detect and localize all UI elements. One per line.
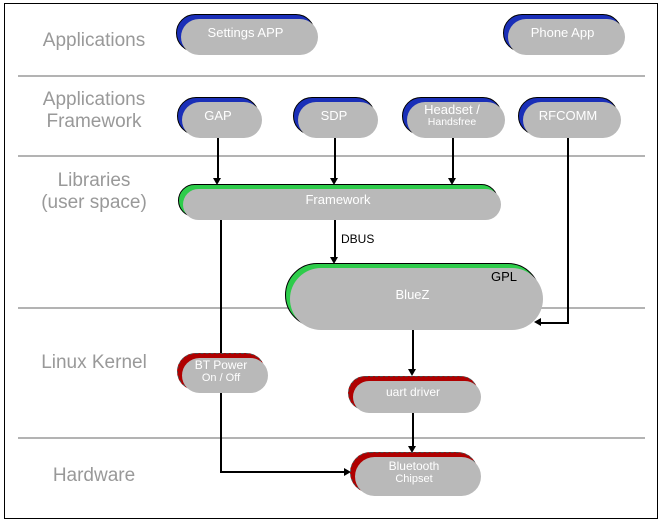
edge-label-dbus: DBUS xyxy=(341,232,375,246)
divider-framework-libraries xyxy=(18,155,645,157)
node-bt-power-label-line2: On / Off xyxy=(201,372,241,385)
arrowhead-headset-to-framework xyxy=(448,178,456,185)
layer-label-hardware: Hardware xyxy=(52,465,136,486)
connector-rfcomm-down xyxy=(567,133,569,323)
connector-bluez-to-uart xyxy=(412,326,414,371)
node-shadow xyxy=(181,19,318,55)
arrowhead-gap-to-framework xyxy=(213,178,221,185)
arrowhead-uart-to-chipset xyxy=(408,446,416,453)
node-shadow xyxy=(355,457,481,496)
arrowhead-framework-to-bluez xyxy=(330,257,338,264)
node-uart-driver[interactable]: uart driver xyxy=(348,376,481,413)
node-settings-app-label: Settings APP xyxy=(207,24,284,40)
node-rfcomm-label: RFCOMM xyxy=(538,107,598,123)
connector-sdp-to-framework xyxy=(334,135,336,179)
node-gap-label: GAP xyxy=(204,107,232,123)
divider-kernel-hardware xyxy=(18,437,645,439)
node-settings-app[interactable]: Settings APP xyxy=(176,14,318,55)
node-shadow xyxy=(353,381,481,413)
arrowhead-bluez-to-uart xyxy=(408,369,416,376)
node-bluetooth-chipset-label-line2: Chipset xyxy=(395,473,433,486)
node-shadow xyxy=(290,268,543,330)
node-shadow xyxy=(182,358,268,393)
connector-uart-to-chipset xyxy=(412,409,414,449)
node-shadow xyxy=(298,102,378,138)
node-bluez[interactable]: GPL BlueZ xyxy=(285,263,543,330)
divider-applications-framework xyxy=(18,75,645,77)
arrowhead-rfcomm-to-bluez xyxy=(534,318,541,326)
connector-rfcomm-to-bluez xyxy=(540,322,569,324)
node-bluetooth-chipset-label-line1: Bluetooth xyxy=(388,458,440,473)
node-framework[interactable]: Framework xyxy=(178,184,501,220)
node-phone-app-label: Phone App xyxy=(530,24,595,40)
node-shadow xyxy=(183,189,501,220)
connector-gap-to-framework xyxy=(217,135,219,179)
node-bluez-label: BlueZ xyxy=(395,286,430,302)
arrowhead-to-bluetooth-chipset-left xyxy=(344,468,351,476)
node-shadow xyxy=(523,102,621,138)
layer-label-applications: Applications xyxy=(42,30,146,51)
layer-label-linux-kernel: Linux Kernel xyxy=(41,352,147,373)
node-bluetooth-chipset[interactable]: Bluetooth Chipset xyxy=(350,452,481,496)
node-sdp[interactable]: SDP xyxy=(293,97,378,138)
node-shadow xyxy=(508,19,625,55)
node-bluez-gpl-badge: GPL xyxy=(490,269,517,284)
node-framework-label: Framework xyxy=(305,192,371,208)
connector-framework-to-bluez xyxy=(334,216,336,259)
arrowhead-sdp-to-framework xyxy=(330,178,338,185)
node-shadow xyxy=(407,102,505,138)
connector-framework-to-chipset-horizontal xyxy=(220,471,345,473)
node-shadow xyxy=(182,102,262,138)
node-headset-label-line1: Headset / xyxy=(424,101,480,117)
node-phone-app[interactable]: Phone App xyxy=(503,14,625,55)
node-gap[interactable]: GAP xyxy=(177,97,262,138)
node-rfcomm[interactable]: RFCOMM xyxy=(518,97,621,138)
layer-label-applications-framework: Applications Framework xyxy=(42,89,146,132)
node-bt-power[interactable]: BT Power On / Off xyxy=(177,353,268,393)
node-headset-handsfree[interactable]: Headset / Handsfree xyxy=(402,97,505,138)
node-sdp-label: SDP xyxy=(320,107,348,123)
node-bt-power-label-line1: BT Power xyxy=(194,357,248,372)
node-headset-label-line2: Handsfree xyxy=(427,116,477,129)
diagram-outer-frame xyxy=(4,3,658,519)
layer-label-libraries: Libraries (user space) xyxy=(41,170,147,213)
node-uart-driver-label: uart driver xyxy=(385,385,441,400)
connector-headset-to-framework xyxy=(452,135,454,179)
connector-framework-to-chipset-vertical xyxy=(220,216,222,473)
